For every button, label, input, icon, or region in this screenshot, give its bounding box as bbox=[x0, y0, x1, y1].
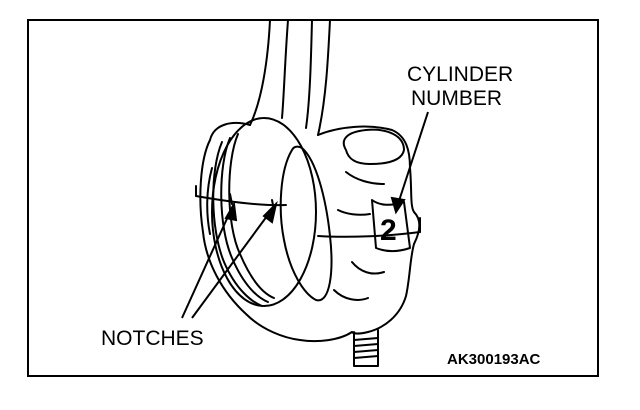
bearing-ring-2 bbox=[220, 137, 269, 303]
cylinder-number-leader bbox=[397, 111, 429, 205]
notches-label: NOTCHES bbox=[101, 327, 204, 350]
cylinder-label-line2: NUMBER bbox=[411, 87, 503, 110]
cap-split-line bbox=[195, 195, 421, 238]
number-pad bbox=[371, 199, 411, 252]
figure-frame bbox=[27, 19, 599, 377]
rod-big-end-body bbox=[199, 121, 353, 343]
cylinder-number-arrowhead bbox=[390, 196, 406, 215]
rod-bolt-boss-upper bbox=[342, 128, 405, 165]
bearing-ring-1 bbox=[212, 141, 263, 307]
notches-arrowhead-1 bbox=[224, 200, 238, 222]
notches-leader-2 bbox=[191, 211, 271, 319]
notches-leader-1 bbox=[181, 211, 231, 319]
rod-big-end-right bbox=[317, 125, 421, 335]
bearing-ring-3 bbox=[228, 133, 275, 299]
rod-bolt bbox=[353, 329, 379, 367]
notch-mark-left bbox=[229, 193, 233, 205]
bore-inner bbox=[279, 145, 333, 302]
cylinder-number-digit: 2 bbox=[380, 214, 397, 247]
cylinder-label-line1: CYLINDER bbox=[407, 63, 514, 86]
figure-code: AK300193AC bbox=[447, 351, 541, 368]
notches-arrowhead-2 bbox=[262, 200, 278, 224]
bore-outer bbox=[211, 117, 317, 307]
rod-shank bbox=[249, 19, 331, 136]
